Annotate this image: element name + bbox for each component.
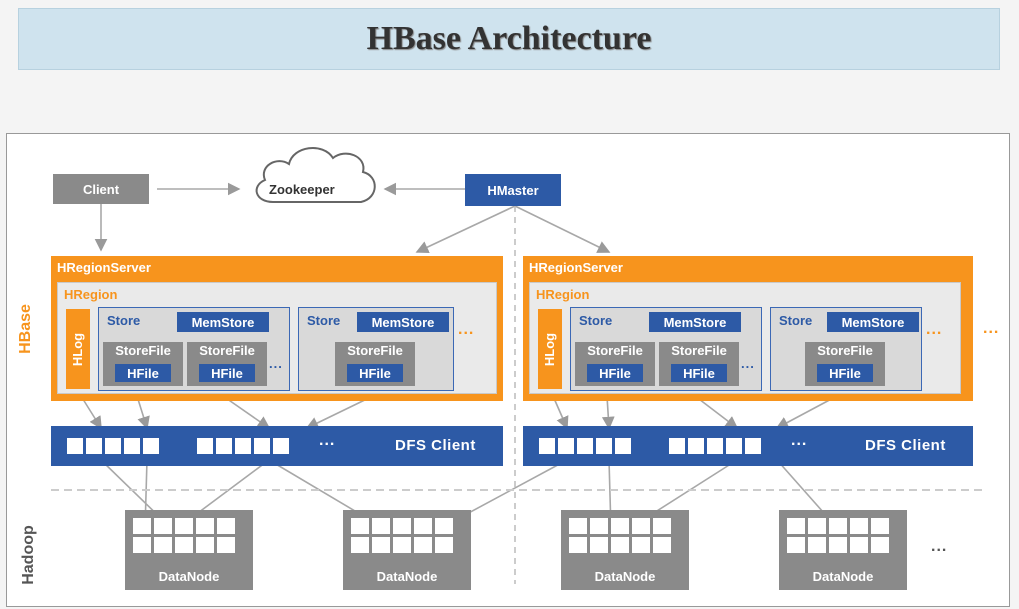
ellipsis: ...	[791, 432, 808, 449]
hregion-label: HRegion	[64, 287, 118, 302]
hfile-box: HFile	[199, 364, 255, 382]
block-row	[539, 438, 631, 454]
store-box: Store MemStore StoreFile HFile	[298, 307, 454, 391]
storefile-label: StoreFile	[199, 343, 255, 358]
hfile-box: HFile	[671, 364, 727, 382]
datanode-label: DataNode	[812, 569, 874, 584]
storefile-label: StoreFile	[587, 343, 643, 358]
hlog-box: HLog	[66, 309, 90, 389]
dfs-client-label: DFS Client	[395, 437, 476, 454]
hfile-label: HFile	[683, 365, 715, 381]
store-box: Store MemStore StoreFile HFile	[770, 307, 922, 391]
block-row	[67, 438, 159, 454]
store-label: Store	[579, 313, 613, 328]
storefile-box: StoreFile HFile	[103, 342, 183, 386]
diagram-frame: Client Zookeeper HMaster HBase Hadoop HR…	[6, 133, 1010, 607]
memstore-label: MemStore	[841, 314, 905, 330]
block-row	[669, 438, 761, 454]
region-server-left: HRegionServer HRegion HLog Store MemStor…	[51, 256, 503, 401]
block-row	[197, 438, 289, 454]
block-grid	[569, 518, 671, 553]
storefile-label: StoreFile	[347, 343, 403, 358]
ellipsis: ...	[458, 321, 475, 338]
hadoop-side-label: Hadoop	[19, 525, 37, 585]
memstore-box: MemStore	[177, 312, 269, 332]
storefile-box: StoreFile HFile	[575, 342, 655, 386]
memstore-box: MemStore	[827, 312, 919, 332]
hlog-box: HLog	[538, 309, 562, 389]
block-grid	[351, 518, 453, 553]
page-title: HBase Architecture	[366, 20, 652, 57]
hfile-box: HFile	[115, 364, 171, 382]
region-server-right: HRegionServer HRegion HLog Store MemStor…	[523, 256, 998, 401]
dfs-client-left: ... DFS Client	[51, 426, 503, 466]
store-box: Store MemStore StoreFile HFile StoreFile…	[570, 307, 762, 391]
store-label: Store	[779, 313, 813, 328]
hfile-label: HFile	[359, 365, 391, 381]
hlog-label: HLog	[542, 332, 558, 366]
datanode-label: DataNode	[376, 569, 438, 584]
hfile-label: HFile	[829, 365, 861, 381]
hregion-label: HRegion	[536, 287, 590, 302]
storefile-label: StoreFile	[115, 343, 171, 358]
memstore-label: MemStore	[191, 314, 255, 330]
block-grid	[787, 518, 889, 553]
datanode-label: DataNode	[158, 569, 220, 584]
hmaster-box: HMaster	[465, 174, 561, 206]
storefile-box: StoreFile HFile	[659, 342, 739, 386]
datanode-box: DataNode	[561, 510, 689, 590]
datanode-box: DataNode	[343, 510, 471, 590]
ellipsis: ...	[931, 538, 948, 555]
hlog-label: HLog	[70, 332, 86, 366]
datanode-box: DataNode	[779, 510, 907, 590]
hregion-right: HRegion HLog Store MemStore StoreFile HF…	[529, 282, 961, 394]
hfile-box: HFile	[587, 364, 643, 382]
memstore-label: MemStore	[663, 314, 727, 330]
memstore-box: MemStore	[649, 312, 741, 332]
hfile-label: HFile	[127, 365, 159, 381]
hfile-box: HFile	[817, 364, 873, 382]
title-banner: HBase Architecture	[18, 8, 1000, 70]
hfile-label: HFile	[211, 365, 243, 381]
ellipsis: ...	[983, 320, 1000, 337]
region-server-label: HRegionServer	[57, 260, 151, 275]
memstore-box: MemStore	[357, 312, 449, 332]
cloud-icon	[255, 146, 376, 203]
ellipsis: ...	[269, 356, 283, 371]
hregion-left: HRegion HLog Store MemStore StoreFile HF…	[57, 282, 497, 394]
hmaster-label: HMaster	[487, 182, 539, 198]
storefile-box: StoreFile HFile	[187, 342, 267, 386]
storefile-label: StoreFile	[671, 343, 727, 358]
storefile-label: StoreFile	[817, 343, 873, 358]
storefile-box: StoreFile HFile	[805, 342, 885, 386]
client-label: Client	[82, 181, 120, 197]
ellipsis: ...	[741, 356, 755, 371]
store-label: Store	[107, 313, 141, 328]
dfs-client-label: DFS Client	[865, 437, 946, 454]
datanode-box: DataNode	[125, 510, 253, 590]
dfs-client-right: ... DFS Client	[523, 426, 973, 466]
memstore-label: MemStore	[371, 314, 435, 330]
hfile-label: HFile	[599, 365, 631, 381]
client-box: Client	[53, 174, 149, 204]
block-grid	[133, 518, 235, 553]
storefile-box: StoreFile HFile	[335, 342, 415, 386]
datanode-label: DataNode	[594, 569, 656, 584]
store-box: Store MemStore StoreFile HFile StoreFile…	[98, 307, 290, 391]
ellipsis: ...	[319, 432, 336, 449]
zookeeper-label: Zookeeper	[269, 182, 335, 197]
ellipsis: ...	[926, 321, 943, 338]
hfile-box: HFile	[347, 364, 403, 382]
region-server-label: HRegionServer	[529, 260, 623, 275]
hbase-side-label: HBase	[16, 304, 34, 354]
store-label: Store	[307, 313, 341, 328]
